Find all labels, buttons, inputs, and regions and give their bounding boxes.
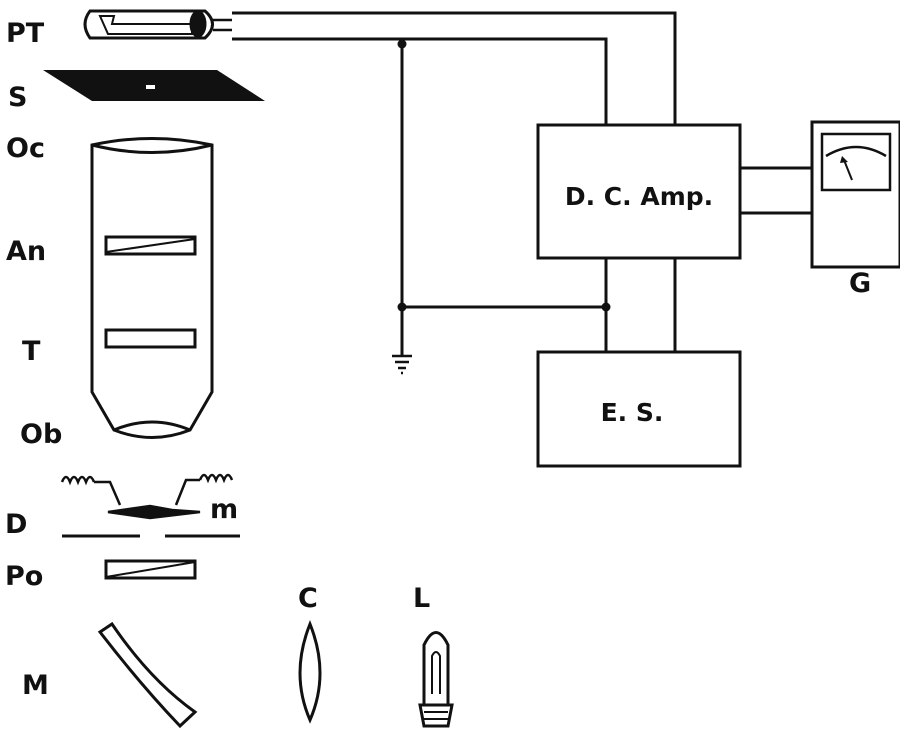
label-oc: Oc: [6, 133, 45, 164]
tilt-compensator-plate: [104, 328, 197, 349]
specimen-with-coils: [60, 473, 234, 520]
junction-dots: [397, 39, 611, 312]
analyzer-prism: [104, 235, 197, 256]
ground-icon: [392, 354, 412, 375]
dc-amplifier-box: D. C. Amp.: [536, 123, 742, 260]
slit-plate: [43, 70, 265, 101]
electrical-supply-label: E. S.: [601, 398, 664, 427]
photomultiplier-tube: [83, 9, 232, 40]
label-m: M: [22, 670, 49, 701]
label-s: S: [8, 82, 27, 113]
lamp: [418, 631, 454, 728]
label-m-small: m: [210, 494, 238, 525]
dc-amplifier-label: D. C. Amp.: [565, 182, 713, 211]
label-g: G: [849, 268, 871, 299]
condenser-lens: [298, 619, 322, 724]
label-l: L: [413, 583, 430, 614]
label-d: D: [5, 509, 27, 540]
label-ob: Ob: [20, 419, 62, 450]
electrical-supply-box: E. S.: [536, 350, 742, 468]
mirror: [97, 621, 198, 729]
microscope-tube: [90, 137, 214, 439]
label-t: T: [22, 336, 41, 367]
polarizer-prism: [104, 559, 197, 580]
label-pt: PT: [6, 18, 45, 49]
galvanometer: [810, 120, 900, 269]
label-po: Po: [5, 561, 43, 592]
wiring: [232, 11, 812, 355]
label-c: C: [298, 583, 318, 614]
label-an: An: [6, 236, 46, 267]
